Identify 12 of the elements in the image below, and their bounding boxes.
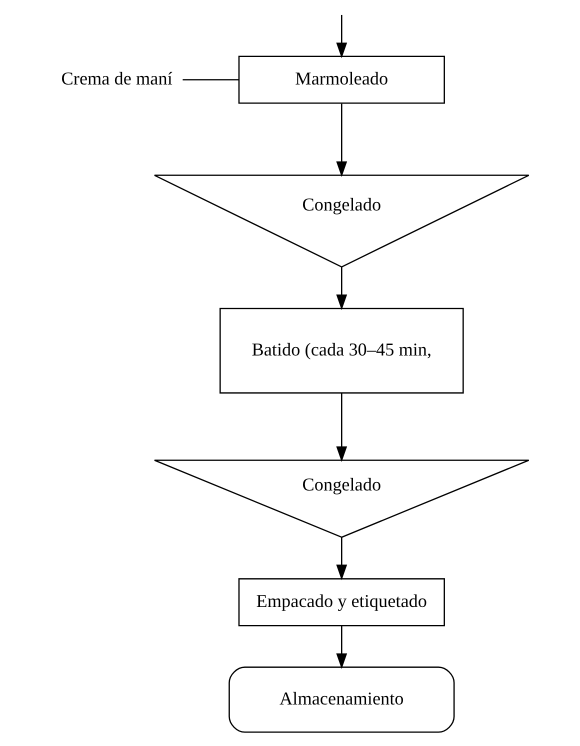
node-box: Almacenamiento (228, 666, 455, 733)
arrow (336, 393, 348, 462)
arrow (336, 267, 348, 310)
arrow (336, 104, 348, 177)
arrow (336, 14, 348, 58)
connector (182, 79, 239, 80)
node-box: Empacado y etiquetado (238, 578, 445, 626)
arrow (336, 537, 348, 580)
arrow (336, 626, 348, 670)
node-box: Marmoleado (238, 56, 445, 104)
node-box: Batido (cada 30–45 min, (220, 308, 464, 394)
node-text: Crema de maní (61, 68, 172, 89)
